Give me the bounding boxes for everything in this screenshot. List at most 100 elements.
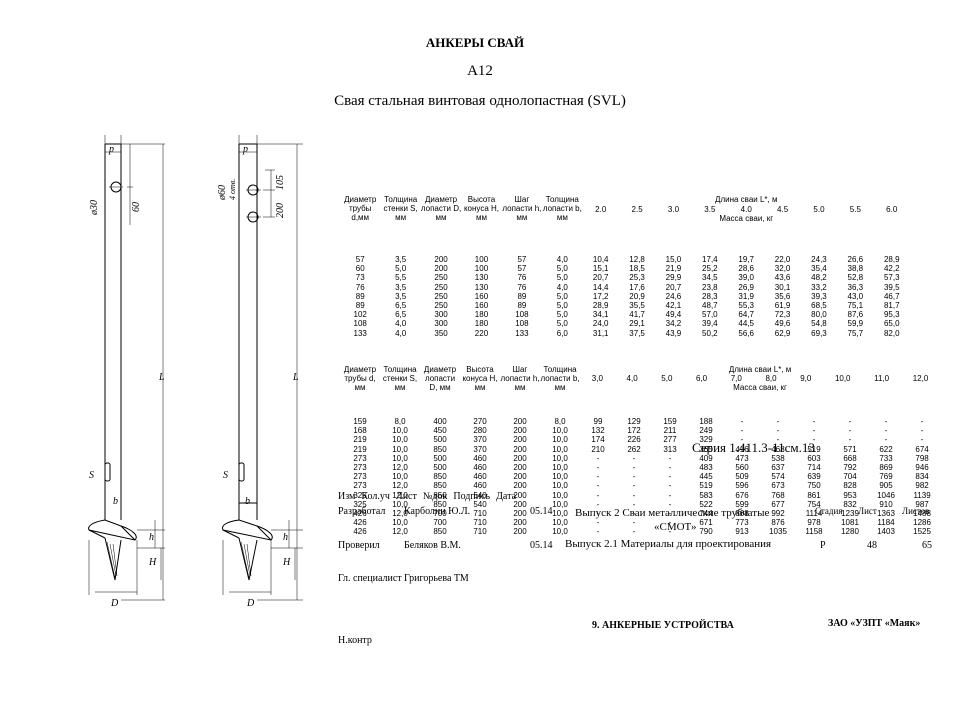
table-cell: 160	[474, 301, 489, 311]
table-cell: 460	[473, 472, 487, 482]
table-cell: 500	[433, 453, 447, 463]
table-cell: 35,5	[629, 301, 645, 311]
sheets-value: 65	[922, 540, 932, 551]
table-cell: 42,1	[665, 301, 682, 311]
table-cell: 12,0	[392, 490, 408, 500]
table-cell: 1081	[841, 518, 859, 528]
table-cell: 270	[473, 417, 487, 426]
table-cell: 30,1	[774, 282, 791, 292]
developed-name: Карболин Ю.Л.	[404, 506, 471, 517]
table-cell: 200	[513, 490, 527, 500]
mass-table-small: Диаметр трубы d,мм Толщина стенки S, мм …	[340, 195, 910, 338]
table-cell: 100	[474, 255, 489, 264]
table-cell: 226	[627, 435, 641, 445]
table2-length-2: 5,0	[661, 374, 673, 384]
table-cell: -	[668, 463, 672, 473]
table-cell: 622	[879, 444, 893, 454]
table-cell: 704	[843, 472, 857, 482]
table1-length-5: 4.5	[777, 205, 789, 215]
col-data: Дата	[496, 491, 517, 502]
col-list: Лист	[395, 491, 417, 502]
table2-length-6: 9,0	[800, 374, 812, 384]
sheets-label: Листов	[902, 506, 930, 516]
table-cell: 219	[353, 444, 367, 454]
table-cell: 790	[699, 527, 713, 537]
dim-label-S-left: S	[89, 470, 94, 481]
dim-label-200: 200	[275, 203, 286, 218]
table-cell: 44,5	[738, 319, 754, 329]
table-cell: -	[740, 435, 744, 445]
table-cell: 48,7	[702, 301, 718, 311]
table-cell: -	[668, 490, 672, 500]
table1-length-4: 4.0	[740, 205, 752, 215]
table-cell: 978	[807, 518, 821, 528]
table-cell: 12,0	[392, 481, 408, 491]
table-cell: 676	[735, 490, 749, 500]
table-cell: 10,0	[552, 435, 568, 445]
table-cell: 29,1	[629, 319, 645, 329]
table-cell: 750	[807, 481, 821, 491]
table-cell: 75,1	[847, 301, 864, 311]
table-cell: 24,3	[811, 255, 827, 264]
t1-head-d: Диаметр трубы d,мм	[344, 195, 377, 223]
table-cell: 10,0	[392, 426, 408, 436]
table-cell: -	[596, 490, 600, 500]
table-cell: -	[632, 527, 636, 537]
table-cell: 28,3	[702, 291, 718, 301]
dim-label-dia-left: ø30	[89, 200, 100, 216]
table-cell: 43,0	[847, 291, 864, 301]
table-cell: 19,7	[738, 255, 754, 264]
table-cell: 596	[735, 481, 749, 491]
table-cell: 10,0	[392, 444, 408, 454]
table-cell: 72,3	[774, 310, 791, 320]
col-kol-uch: Кол.уч	[361, 491, 390, 502]
table2-length-4: 7,0	[730, 374, 742, 384]
table-cell: 64,7	[738, 310, 754, 320]
table-cell: 10,0	[552, 463, 568, 473]
table-cell: 773	[735, 518, 749, 528]
table-cell: 69,3	[811, 328, 827, 338]
table-cell: 76	[517, 282, 527, 292]
table-cell: 4,0	[395, 319, 407, 329]
t1-head-D: Диаметр лопасти D, мм	[420, 195, 462, 223]
table-cell: 4,0	[556, 282, 568, 292]
table-cell: 329	[699, 435, 713, 445]
issue-2-title: Выпуск 2 Сваи металлические трубчатые	[575, 507, 770, 519]
table-cell: 73	[355, 273, 365, 283]
t1-head-h: Шаг лопасти h, мм	[502, 195, 542, 223]
dim-label-holes: 4 отв.	[228, 179, 237, 200]
norm-control-label: Н.контр	[338, 635, 372, 646]
table-cell: 219	[353, 435, 367, 445]
table-cell: 200	[513, 435, 527, 445]
table-cell: 416	[735, 444, 749, 454]
table-cell: 850	[433, 490, 447, 500]
chief-label: Гл. специалист	[338, 573, 402, 584]
table-cell: 76	[517, 273, 527, 283]
table-cell: 10,0	[552, 527, 568, 537]
table-cell: -	[632, 481, 636, 491]
table-cell: 57,0	[702, 310, 718, 320]
table-cell: 674	[915, 444, 929, 454]
table-cell: -	[848, 426, 852, 436]
table-cell: 700	[433, 518, 447, 528]
table-cell: 89	[355, 291, 365, 301]
table-cell: 400	[433, 417, 447, 426]
table-cell: 538	[771, 453, 785, 463]
t1-head-b: Толщина лопасти b, мм	[542, 195, 582, 223]
table-cell: 3,5	[395, 282, 407, 292]
table-cell: 59,9	[847, 319, 864, 329]
table1-length-3: 3.5	[704, 205, 716, 215]
table-cell: 41,7	[629, 310, 645, 320]
table-cell: 37,5	[629, 328, 645, 338]
table-cell: 160	[474, 291, 489, 301]
table-cell: 798	[915, 453, 929, 463]
table-cell: 10,0	[552, 499, 568, 509]
revision-header: Изм Кол.уч Лист №док Подпись Дата	[338, 491, 516, 502]
table-cell: 832	[843, 499, 857, 509]
table-cell: 1280	[841, 527, 859, 537]
issue-2-1-title: Выпуск 2.1 Материалы для проектирования	[565, 538, 772, 550]
table-cell: 313	[663, 444, 677, 454]
